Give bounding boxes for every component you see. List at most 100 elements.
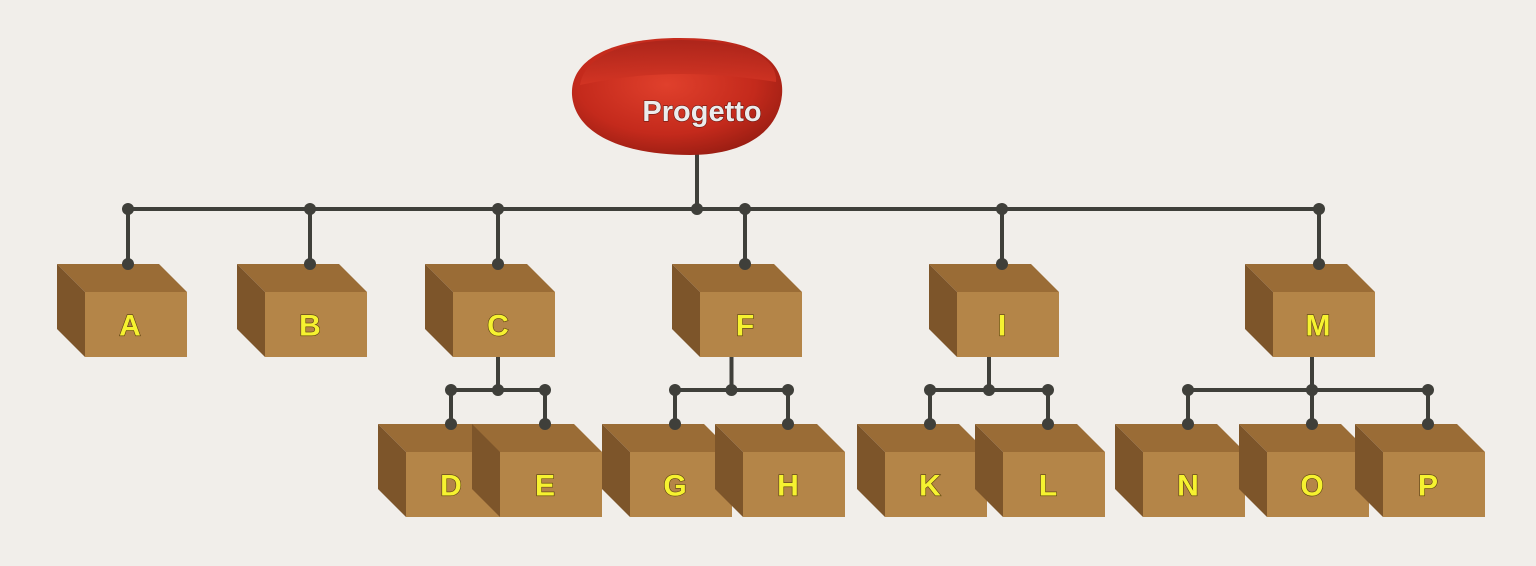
box-side-face [857, 424, 885, 517]
box-top-face [975, 424, 1105, 452]
box-top-face [472, 424, 602, 452]
box-label-g: G [663, 470, 686, 503]
box-top-face [602, 424, 732, 452]
sub-bar-dot-l [1042, 384, 1054, 396]
box-dot-o [1306, 418, 1318, 430]
sub-junction-dot-c [492, 384, 504, 396]
box-top-face [1239, 424, 1369, 452]
box-side-face [975, 424, 1003, 517]
bar-dot-c [492, 203, 504, 215]
box-c: C [425, 264, 555, 357]
box-side-face [57, 264, 85, 357]
bar-dot-b [304, 203, 316, 215]
box-dot-d [445, 418, 457, 430]
box-front-face [1003, 452, 1105, 517]
box-label-n: N [1177, 470, 1199, 503]
box-label-i: I [998, 310, 1006, 343]
bar-dot-a [122, 203, 134, 215]
box-p: P [1355, 424, 1485, 517]
box-side-face [1245, 264, 1273, 357]
root-ellipse-top [580, 40, 777, 85]
box-label-p: P [1418, 470, 1438, 503]
box-side-face [1115, 424, 1143, 517]
box-side-face [672, 264, 700, 357]
sub-bar-dot-p [1422, 384, 1434, 396]
box-b: B [237, 264, 367, 357]
box-front-face [957, 292, 1059, 357]
box-dot-h [782, 418, 794, 430]
box-dot-l [1042, 418, 1054, 430]
box-side-face [378, 424, 406, 517]
box-side-face [715, 424, 743, 517]
box-dot-f [739, 258, 751, 270]
box-front-face [1383, 452, 1485, 517]
box-label-l: L [1039, 470, 1057, 503]
bar-dot-i [996, 203, 1008, 215]
box-dot-k [924, 418, 936, 430]
box-label-e: E [535, 470, 555, 503]
box-i: I [929, 264, 1059, 357]
box-g: G [602, 424, 732, 517]
box-front-face [453, 292, 555, 357]
box-side-face [472, 424, 500, 517]
box-top-face [425, 264, 555, 292]
box-front-face [1273, 292, 1375, 357]
box-top-face [715, 424, 845, 452]
box-a: A [57, 264, 187, 357]
box-top-face [1355, 424, 1485, 452]
sub-bar-dot-n [1182, 384, 1194, 396]
box-front-face [1143, 452, 1245, 517]
bar-dot-f [739, 203, 751, 215]
box-m: M [1245, 264, 1375, 357]
sub-bar-dot-k [924, 384, 936, 396]
box-side-face [1355, 424, 1383, 517]
sub-junction-dot-f [725, 384, 738, 396]
box-side-face [1239, 424, 1267, 517]
box-front-face [265, 292, 367, 357]
box-front-face [700, 292, 802, 357]
box-label-d: D [440, 470, 462, 503]
box-top-face [237, 264, 367, 292]
box-side-face [602, 424, 630, 517]
box-label-b: B [299, 310, 321, 343]
box-side-face [425, 264, 453, 357]
box-side-face [237, 264, 265, 357]
box-top-face [929, 264, 1059, 292]
sub-bar-dot-h [782, 384, 794, 396]
box-k: K [857, 424, 987, 517]
box-f: F [672, 264, 802, 357]
box-dot-n [1182, 418, 1194, 430]
box-label-o: O [1300, 470, 1323, 503]
box-side-face [929, 264, 957, 357]
box-top-face [1245, 264, 1375, 292]
box-dot-a [122, 258, 134, 270]
sub-bar-dot-g [669, 384, 681, 396]
box-dot-e [539, 418, 551, 430]
box-top-face [857, 424, 987, 452]
box-dot-b [304, 258, 316, 270]
box-n: N [1115, 424, 1245, 517]
box-front-face [885, 452, 987, 517]
box-front-face [1267, 452, 1369, 517]
box-dot-g [669, 418, 681, 430]
sub-junction-dot-i [983, 384, 995, 396]
sub-bar-dot-d [445, 384, 457, 396]
box-o: O [1239, 424, 1369, 517]
box-dot-p [1422, 418, 1434, 430]
box-dot-m [1313, 258, 1325, 270]
box-top-face [1115, 424, 1245, 452]
box-front-face [743, 452, 845, 517]
connector-dots [122, 203, 1434, 430]
box-label-k: K [919, 470, 941, 503]
box-label-h: H [777, 470, 799, 503]
box-front-face [85, 292, 187, 357]
box-top-face [672, 264, 802, 292]
box-top-face [57, 264, 187, 292]
bar-dot-m [1313, 203, 1325, 215]
box-l: L [975, 424, 1105, 517]
box-label-c: C [487, 310, 509, 343]
box-dot-c [492, 258, 504, 270]
root-node-progetto: Progetto [571, 38, 783, 155]
